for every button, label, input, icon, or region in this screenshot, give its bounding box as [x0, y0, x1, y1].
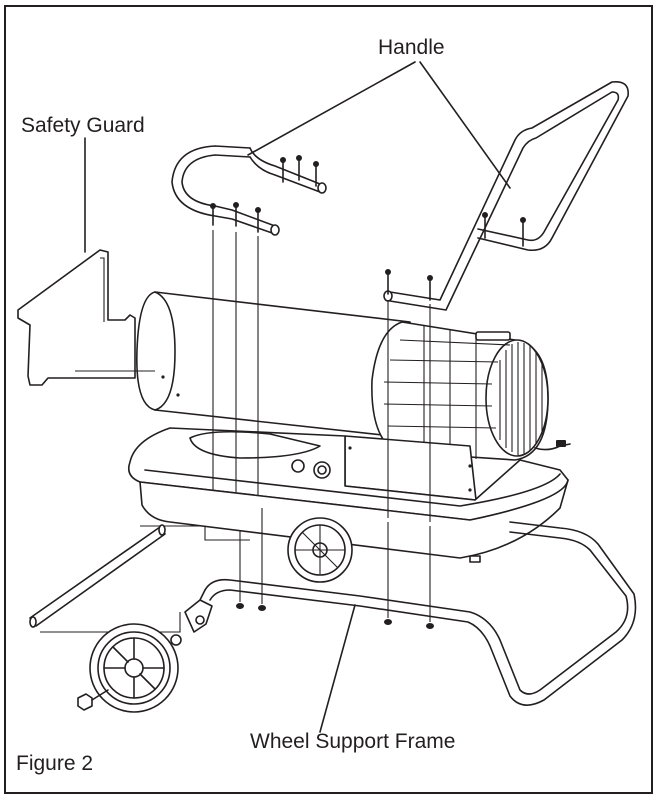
nut-icon [236, 603, 434, 629]
handle-left-bar [171, 145, 327, 236]
figure-caption: Figure 2 [16, 752, 94, 775]
wheel-support-frame [184, 521, 637, 706]
fuel-tank [127, 427, 569, 563]
fan-housing [371, 321, 571, 461]
figure-frame [4, 5, 653, 794]
callout-leaders [84, 61, 511, 733]
handle-right-bar [383, 80, 629, 311]
bolt-icon [210, 155, 526, 301]
safety-guard-label: Safety Guard [21, 114, 145, 137]
handle-label: Handle [378, 36, 445, 59]
wheel-icon [77, 623, 182, 713]
assembly-guide-lines [40, 230, 431, 633]
wheel-icon [287, 517, 353, 583]
burner-cylinder [136, 291, 411, 439]
axle-icon [29, 524, 166, 628]
wheel-support-frame-label: Wheel Support Frame [250, 730, 456, 753]
safety-guard [17, 249, 136, 386]
